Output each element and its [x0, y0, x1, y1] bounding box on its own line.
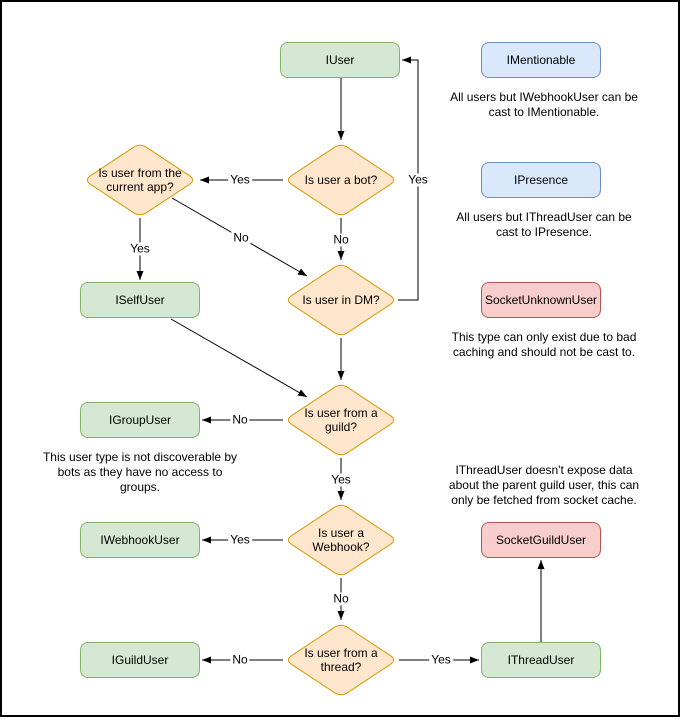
decision-label: Is user from a thread? — [304, 646, 378, 674]
node-ithreaduser: IThreadUser — [481, 642, 601, 678]
decision-is-user-from-guild: Is user from a guild? — [284, 382, 398, 458]
node-igroupuser: IGroupUser — [80, 402, 200, 438]
edge-label-yes: Yes — [228, 532, 252, 547]
note-ithreaduser: IThreadUser doesn't expose data about th… — [448, 463, 640, 507]
node-label: IUser — [325, 53, 355, 67]
edge-label-no: No — [231, 230, 251, 245]
node-iuser: IUser — [280, 42, 400, 78]
edge-label-no: No — [230, 652, 250, 667]
decision-label: Is user from the current app? — [98, 166, 182, 194]
node-label: SocketUnknownUser — [484, 293, 598, 307]
decision-label: Is user a Webhook? — [312, 526, 370, 554]
decision-is-user-a-webhook: Is user a Webhook? — [284, 502, 398, 578]
decision-is-user-in-dm: Is user in DM? — [284, 262, 398, 338]
node-imentionable: IMentionable — [481, 42, 601, 78]
edge-label-yes: Yes — [228, 172, 252, 187]
edge-label-yes: Yes — [329, 472, 353, 487]
node-label: IGuildUser — [111, 653, 169, 667]
node-label: IMentionable — [506, 53, 576, 67]
note-socketunknownuser: This type can only exist due to bad cach… — [451, 330, 637, 359]
edge-label-no: No — [331, 591, 351, 606]
node-iselfuser: ISelfUser — [80, 282, 200, 318]
node-label: IThreadUser — [507, 653, 575, 667]
edge-iselfuser-to-isguild — [170, 318, 308, 398]
edge-label-yes: Yes — [406, 172, 430, 187]
edge-label-yes: Yes — [429, 652, 453, 667]
node-label: IWebhookUser — [100, 533, 180, 547]
note-ipresence: All users but IThreadUser can be cast to… — [456, 210, 632, 239]
node-ipresence: IPresence — [481, 162, 601, 198]
decision-is-user-from-thread: Is user from a thread? — [284, 622, 398, 698]
edge-label-yes: Yes — [128, 241, 152, 256]
node-label: IPresence — [513, 173, 569, 187]
note-imentionable: All users but IWebhookUser can be cast t… — [450, 90, 638, 119]
decision-label: Is user from a guild? — [304, 406, 378, 434]
decision-label: Is user a bot? — [304, 173, 378, 187]
edge-label-no: No — [331, 232, 351, 247]
node-iwebhookuser: IWebhookUser — [80, 522, 200, 558]
node-iguilduser: IGuildUser — [80, 642, 200, 678]
node-socketguilduser: SocketGuildUser — [481, 522, 601, 558]
edge-label-no: No — [230, 412, 250, 427]
node-socketunknownuser: SocketUnknownUser — [481, 282, 601, 318]
decision-label: Is user in DM? — [302, 293, 380, 307]
note-igroupuser: This user type is not discoverable by bo… — [42, 450, 238, 494]
node-label: IGroupUser — [108, 413, 172, 427]
decision-is-user-from-current-app: Is user from the current app? — [83, 142, 197, 218]
decision-is-user-a-bot: Is user a bot? — [284, 142, 398, 218]
node-label: ISelfUser — [115, 293, 165, 307]
node-label: SocketGuildUser — [495, 533, 587, 547]
